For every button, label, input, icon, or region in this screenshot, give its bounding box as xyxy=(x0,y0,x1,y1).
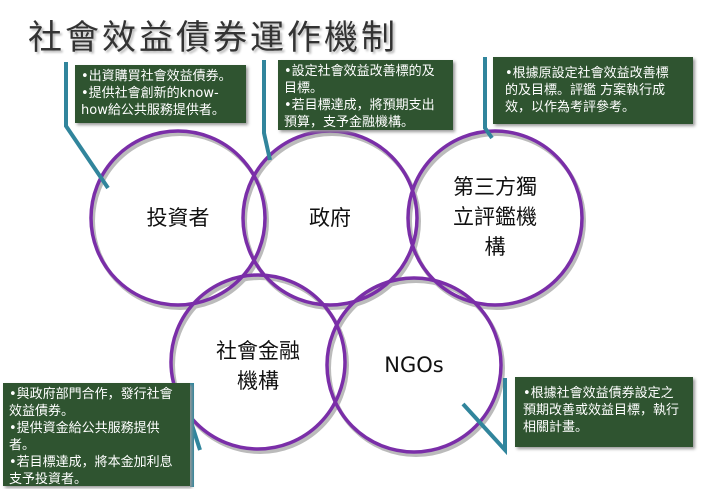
circle-shadow xyxy=(171,276,349,454)
circle-label-investor: 投資者 xyxy=(146,206,210,230)
connector-ngo xyxy=(461,378,507,456)
label-line: 社會金融 xyxy=(216,339,300,363)
circle-shadow xyxy=(91,132,269,310)
circle-shadow xyxy=(243,132,421,310)
slide-title: 社會效益債券運作機制 xyxy=(28,18,398,58)
connector-government xyxy=(262,60,272,161)
circle-label-government: 政府 xyxy=(309,206,351,230)
callout-bullet: •若目標達成，將預期支出預算，支予金融機構。 xyxy=(284,98,435,130)
circle-government xyxy=(241,129,419,307)
label-line: 第三方獨 xyxy=(453,175,537,199)
label-line: 構 xyxy=(484,235,506,259)
circle-evaluator xyxy=(406,129,584,307)
callout-bullet: •提供資金給公共服務提供者。 xyxy=(9,421,160,453)
callout-bullet: •出資購買社會效益債券。 xyxy=(81,69,232,84)
callout-bullet: •若目標達成，將本金加利息支予投資者。 xyxy=(9,455,173,487)
callout-evaluator: •根據原設定社會效益改善標的及目標。評鑑 方案執行成效，以作為考評參考。 xyxy=(493,57,693,124)
label-line: 立評鑑機 xyxy=(453,205,537,229)
callout-bullet: •設定社會效益改善標的及目標。 xyxy=(284,64,435,96)
circle-shadow xyxy=(408,132,586,310)
callout-finance: •與政府部門合作，發行社會效益債券。 •提供資金給公共服務提供者。 •若目標達成… xyxy=(3,383,190,487)
connector-investor xyxy=(64,62,110,190)
circle-investor xyxy=(89,129,267,307)
callout-ngo: •根據社會效益債券設定之預期改善或效益目標，執行相關計畫。 xyxy=(515,377,693,447)
circle-ngo xyxy=(325,276,503,454)
circle-label-finance: 社會金融 機構 xyxy=(198,336,318,396)
circle-shadow xyxy=(327,279,505,457)
callout-bullet: •根據社會效益債券設定之預期改善或效益目標，執行相關計畫。 xyxy=(523,386,680,435)
connector-evaluator xyxy=(483,57,494,140)
callout-bullet: •與政府部門合作，發行社會效益債券。 xyxy=(9,387,173,419)
callout-investor: •出資購買社會效益債券。 •提供社會創新的know-how給公共服務提供者。 xyxy=(75,65,246,123)
circle-label-evaluator: 第三方獨 立評鑑機 構 xyxy=(435,172,555,262)
label-line: 機構 xyxy=(237,369,279,393)
callout-government: •設定社會效益改善標的及目標。 •若目標達成，將預期支出預算，支予金融機構。 xyxy=(278,60,453,130)
circle-finance xyxy=(169,273,347,451)
circle-label-ngo: NGOs xyxy=(384,353,444,377)
callout-bullet: •根據原設定社會效益改善標的及目標。評鑑 方案執行成效，以作為考評參考。 xyxy=(505,66,669,115)
callout-bullet: •提供社會創新的know-how給公共服務提供者。 xyxy=(81,86,225,118)
